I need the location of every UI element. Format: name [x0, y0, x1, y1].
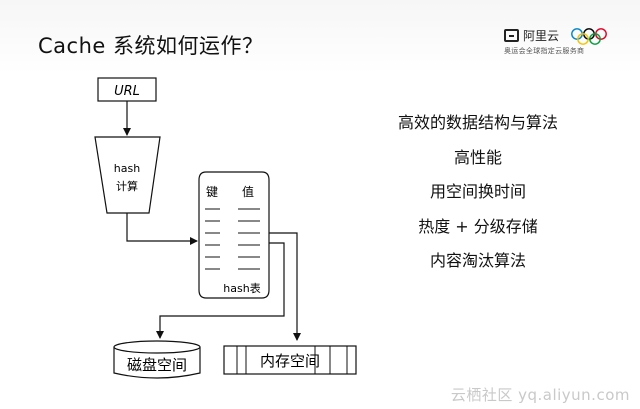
disk-cylinder: [113, 347, 201, 379]
feature-item: 高效的数据结构与算法: [397, 113, 558, 132]
aliyun-logo: 阿里云 奥运会全球指定云服务商: [504, 26, 624, 60]
olympic-rings-icon: [571, 28, 607, 45]
watermark: 云栖社区 yq.aliyun.com: [450, 386, 630, 404]
memory-block-dividers: [236, 346, 348, 374]
aliyun-bracket-icon: [504, 28, 519, 42]
hash-table-key-header: 键: [206, 185, 218, 199]
feature-item: 热度 + 分级存储: [418, 216, 538, 236]
feature-item: 内容淘汰算法: [429, 251, 526, 270]
hash-compute-funnel: [94, 136, 161, 214]
disk-label: 磁盘空间: [127, 356, 187, 374]
hash-table-label: hash表: [223, 281, 260, 295]
feature-item: 用空间换时间: [429, 182, 526, 201]
arrow-table-to-memory: [269, 232, 301, 341]
memory-label: 内存空间: [260, 352, 320, 370]
hash-table-box: [198, 171, 270, 299]
logo-subtitle: 奥运会全球指定云服务商: [504, 47, 585, 55]
hash-compute-line2: 计算: [116, 179, 138, 193]
hash-compute-line1: hash: [114, 162, 140, 175]
arrow-hash-to-table: [126, 213, 198, 245]
hash-table-rows: [205, 208, 260, 270]
slide-title: Cache 系统如何运作？: [38, 34, 264, 58]
logo-name: 阿里云: [523, 28, 560, 43]
url-label: URL: [114, 84, 140, 99]
arrow-table-to-disk: [156, 242, 285, 339]
hash-table-value-header: 值: [242, 184, 254, 199]
feature-item: 高性能: [453, 147, 502, 167]
disk-cylinder-top: [113, 340, 201, 354]
feature-list: 高效的数据结构与算法 高性能 用空间换时间 热度 + 分级存储 内容淘汰算法: [378, 110, 578, 283]
